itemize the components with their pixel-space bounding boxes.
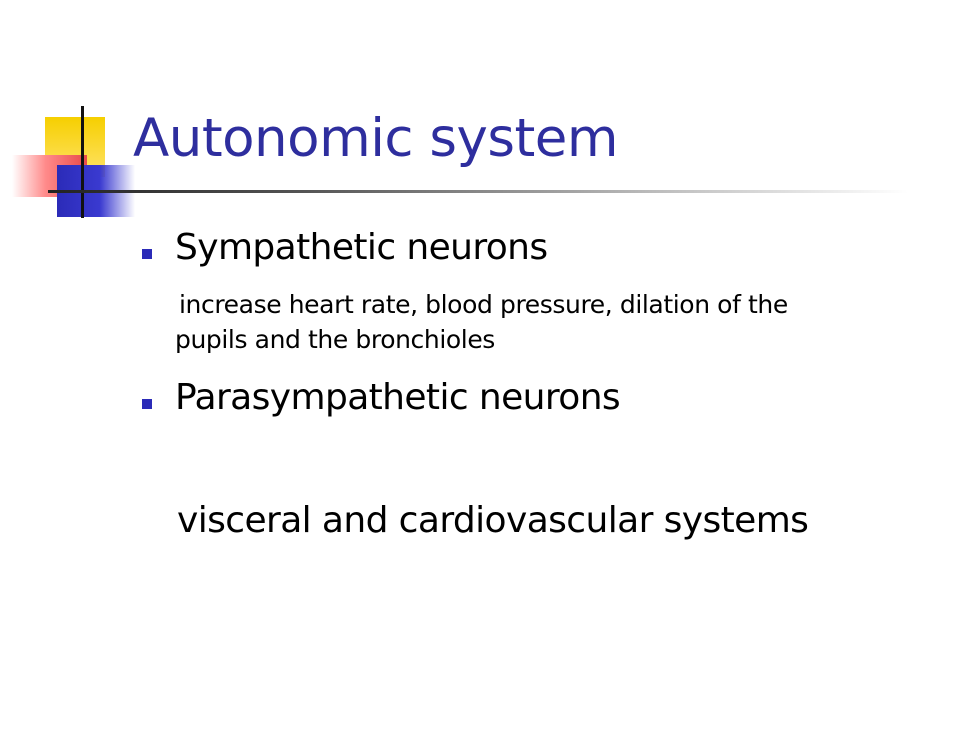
bullet-square-icon bbox=[142, 399, 152, 409]
sympathetic-detail-line-1: increase heart rate, blood pressure, dil… bbox=[179, 290, 788, 319]
ornament-vertical-line bbox=[81, 106, 84, 218]
bullet-sympathetic: Sympathetic neurons bbox=[175, 227, 548, 268]
bullet-parasympathetic: Parasympathetic neurons bbox=[175, 377, 621, 418]
slide-title: Autonomic system bbox=[133, 108, 619, 169]
sympathetic-detail: increase heart rate, blood pressure, dil… bbox=[175, 287, 935, 357]
title-underline bbox=[48, 190, 908, 193]
sympathetic-detail-line-2: pupils and the bronchioles bbox=[175, 325, 495, 354]
bullet-square-icon bbox=[142, 249, 152, 259]
parasympathetic-note: visceral and cardiovascular systems bbox=[177, 500, 809, 541]
